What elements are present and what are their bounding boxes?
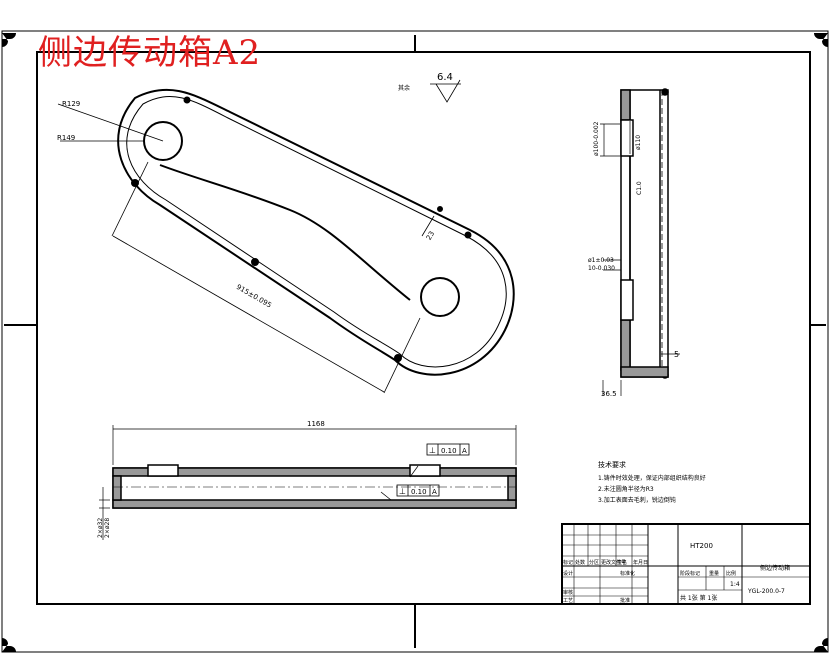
sheet-info-label: 共 1张 第 1张 (680, 594, 717, 602)
centering-marks (4, 35, 826, 648)
tol-bottom-ref: A (432, 488, 437, 496)
length-label: 1168 (307, 420, 325, 428)
svg-text:分区: 分区 (589, 559, 599, 566)
left-dim-label: 2×ø32 (97, 518, 104, 538)
title-block-labels: 标记 处数 分区 更改文件号 签名 年月日 设计 标准化 阶段标记 重量 比例 … (563, 559, 736, 604)
wall-label: 23 (425, 230, 436, 242)
gap-label: 5 (674, 350, 679, 359)
note-2: 2.未注圆角半径为R3 (598, 485, 654, 493)
scale-label: 1:4 (730, 581, 740, 588)
roughness-symbol: 其余 6.4 (398, 72, 461, 103)
side-view-dimensions (600, 121, 680, 396)
bottom-view-dimensions (99, 425, 517, 540)
radius-outer-label: R149 (57, 134, 75, 142)
drawing-number-label: YGL-200.0-7 (747, 588, 785, 595)
side-view (620, 88, 669, 379)
tol-bottom-sym: ⊥ (399, 487, 406, 496)
material-label: HT200 (690, 542, 713, 550)
bore-top-label: ø100-0.002 (593, 121, 600, 156)
corner-marks (2, 33, 828, 652)
svg-text:年月日: 年月日 (633, 559, 648, 566)
drawing-frame (36, 51, 811, 605)
tolerance-frame-bottom: ⊥ 0.10 A (396, 484, 440, 497)
bottom-view (112, 464, 517, 509)
svg-text:批准: 批准 (620, 597, 630, 604)
svg-text:更改文件号: 更改文件号 (601, 559, 626, 566)
svg-text:设计: 设计 (563, 570, 573, 577)
notes-heading: 技术要求 (598, 460, 626, 469)
note-1: 1.铸件时效处理，保证内部组织结构良好 (598, 474, 706, 482)
svg-text:阶段标记: 阶段标记 (680, 570, 700, 577)
svg-text:处数: 处数 (575, 559, 585, 566)
technical-notes: 技术要求 1.铸件时效处理，保证内部组织结构良好 2.未注圆角半径为R3 3.加… (598, 460, 706, 504)
left-dim-2-label: 2×ø28 (104, 518, 111, 538)
svg-text:标准化: 标准化 (620, 570, 635, 577)
roughness-value: 6.4 (437, 72, 453, 83)
svg-text:工艺: 工艺 (563, 598, 573, 604)
tol-bottom-val: 0.10 (411, 488, 427, 496)
radius-large-label: R129 (62, 100, 80, 108)
tol-top-val: 0.10 (441, 447, 457, 455)
tolerance-frame-top: ⊥ 0.10 A (426, 443, 470, 456)
bore-top-2-label: ø110 (635, 135, 642, 150)
main-view-dimensions (57, 103, 435, 394)
svg-text:审核: 审核 (563, 589, 573, 596)
tol-top-sym: ⊥ (429, 446, 436, 455)
svg-text:标记: 标记 (563, 559, 573, 566)
center-distance-label: 915±0.095 (235, 283, 273, 310)
svg-text:比例: 比例 (726, 570, 736, 577)
title-block (561, 523, 811, 605)
main-view (117, 88, 515, 376)
bore-mid-label: ø1±0.03 (588, 257, 614, 264)
part-name-label: 侧边传动箱 (760, 564, 790, 572)
roughness-label: 其余 (398, 84, 410, 92)
sheet-trim-border (1, 30, 829, 653)
chamfer-label: C1.0 (636, 181, 643, 195)
svg-text:重量: 重量 (709, 570, 719, 577)
width-label: 36.5 (601, 390, 617, 398)
tol-top-ref: A (462, 447, 467, 455)
bore-mid-2-label: 10-0.030 (588, 265, 615, 272)
note-3: 3.加工表面去毛刺，锐边倒钝 (598, 496, 676, 504)
sheet-title: 侧边传动箱A2 (38, 33, 262, 73)
svg-text:签名: 签名 (617, 559, 627, 566)
